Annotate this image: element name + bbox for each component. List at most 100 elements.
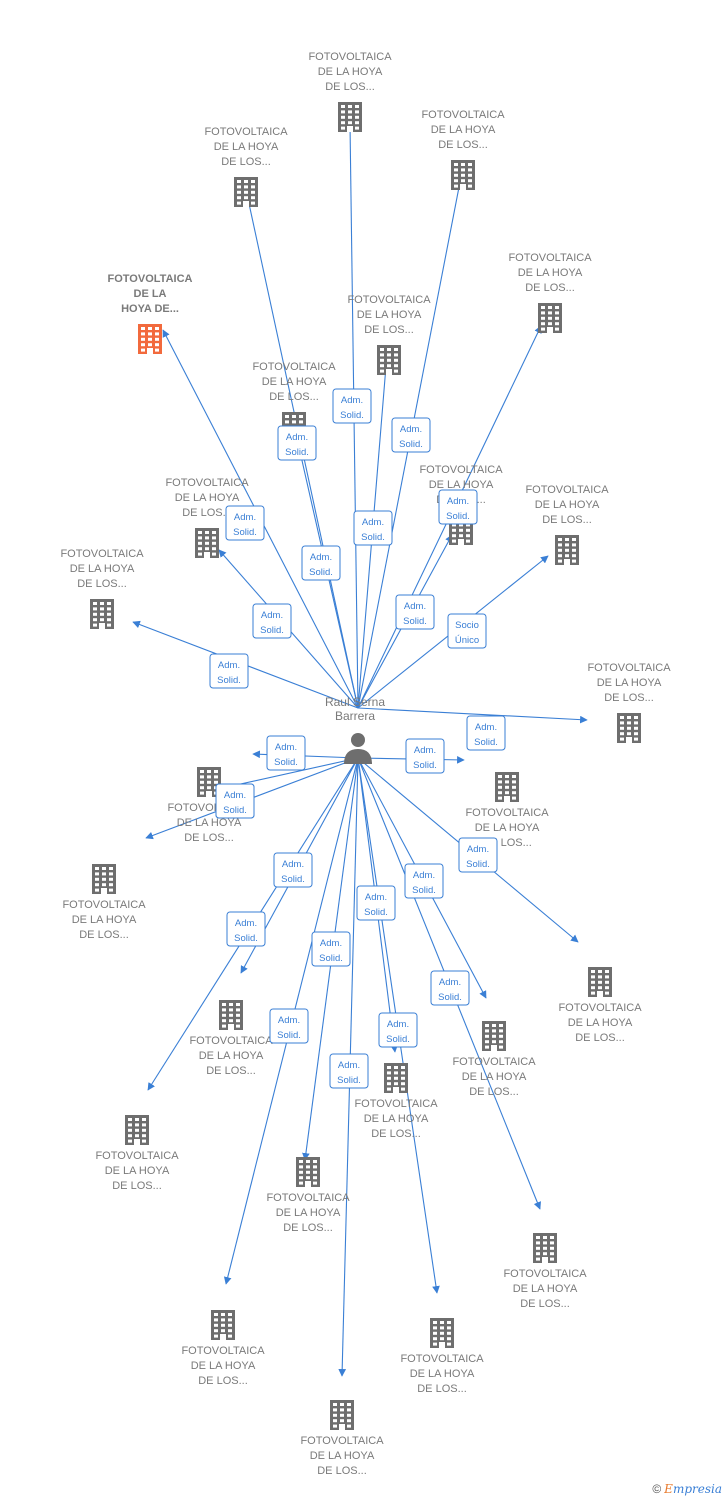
- relationship-label-text: Adm.: [475, 722, 497, 733]
- relationship-label[interactable]: Adm. Solid.: [266, 735, 306, 771]
- person-name: Barrera: [335, 709, 375, 723]
- relationship-label[interactable]: Adm.Solid.: [215, 783, 255, 819]
- company-label: DE LA HOYA: [70, 563, 135, 575]
- building-icon: [219, 1000, 243, 1030]
- building-icon: [296, 1157, 320, 1187]
- company-label: DE LOS...: [269, 391, 319, 403]
- relationship-label[interactable]: Adm.Solid.: [430, 970, 470, 1006]
- relationship-label[interactable]: Adm.Solid.: [356, 885, 396, 921]
- relationship-label[interactable]: Adm.Solid.: [332, 388, 372, 424]
- relationship-label-box: [430, 970, 470, 1006]
- company-label: DE LA HOYA: [475, 822, 540, 834]
- relationship-label-text: Solid.: [413, 760, 437, 771]
- relationship-label[interactable]: Adm.Solid.: [405, 738, 445, 774]
- relationship-label-text: Adm.: [275, 742, 297, 753]
- company-label: DE LA HOYA: [276, 1207, 341, 1219]
- relationship-label[interactable]: Adm.Solid.: [273, 852, 313, 888]
- relationship-label-text: Solid.: [466, 859, 490, 870]
- relationship-label[interactable]: Adm.Solid.: [209, 653, 249, 689]
- company-label: DE LOS...: [520, 1298, 570, 1310]
- relationship-label[interactable]: Adm.Solid.: [404, 863, 444, 899]
- relationship-label[interactable]: Adm.Solid.: [458, 837, 498, 873]
- relationship-label-text: Solid.: [361, 532, 385, 543]
- relationship-label[interactable]: Adm.Solid.: [277, 425, 317, 461]
- building-icon: [430, 1318, 454, 1348]
- relationship-label[interactable]: Adm.Solid.: [269, 1008, 309, 1044]
- relationship-label[interactable]: Adm.Solid.: [391, 417, 431, 453]
- company-label: DE LOS...: [283, 1222, 333, 1234]
- company-label: FOTOVOLTAICA: [165, 477, 249, 489]
- company-label: DE LOS...: [79, 929, 129, 941]
- relationship-label[interactable]: Adm.Solid.: [395, 594, 435, 630]
- relationship-label-box: [466, 715, 506, 751]
- relationship-label[interactable]: Adm.Solid.: [353, 510, 393, 546]
- relationship-label-box: [311, 931, 351, 967]
- building-icon: [211, 1310, 235, 1340]
- building-icon: [330, 1400, 354, 1430]
- relationship-label-text: Solid.: [403, 616, 427, 627]
- relationship-label-text: Adm.: [439, 977, 461, 988]
- company-label: DE LOS...: [317, 1465, 367, 1477]
- relationship-label-text: Adm.: [261, 610, 283, 621]
- relationship-label-text: Único: [455, 635, 479, 646]
- relationship-label-text: Solid.: [217, 675, 241, 686]
- building-icon: [234, 177, 258, 207]
- company-label: DE LA HOYA: [191, 1360, 256, 1372]
- relationship-label[interactable]: Adm.Solid.: [226, 911, 266, 947]
- relationship-label-box: [332, 388, 372, 424]
- building-icon: [533, 1233, 557, 1263]
- company-label: FOTOVOLTAICA: [508, 252, 592, 264]
- relationship-label[interactable]: Adm.Solid.: [301, 545, 341, 581]
- relationship-label-box: [438, 489, 478, 525]
- relationship-label-text: Solid.: [474, 737, 498, 748]
- relationship-label-text: Solid.: [277, 1030, 301, 1041]
- relationship-label-box: [329, 1053, 369, 1089]
- relationship-label[interactable]: Adm.Solid.: [438, 489, 478, 525]
- relationship-label-text: Solid.: [340, 410, 364, 421]
- relationship-label[interactable]: Adm.Solid.: [311, 931, 351, 967]
- relationship-label-text: Adm.: [400, 424, 422, 435]
- relationship-label-box: [225, 505, 265, 541]
- relationship-label[interactable]: Adm.Solid.: [329, 1053, 369, 1089]
- relationship-label-box: [458, 837, 498, 873]
- relationship-label-box: [226, 911, 266, 947]
- relationship-label[interactable]: Adm.Solid.: [225, 505, 265, 541]
- relationship-label-text: Solid.: [274, 757, 298, 768]
- relationship-label[interactable]: Adm. Solid.: [466, 715, 506, 751]
- company-label: FOTOVOLTAICA: [503, 1268, 587, 1280]
- relationship-label-text: Adm.: [282, 859, 304, 870]
- building-icon: [495, 772, 519, 802]
- relationship-label-text: Adm.: [365, 892, 387, 903]
- relationship-label[interactable]: Adm.Solid.: [378, 1012, 418, 1048]
- relationship-label[interactable]: Adm.Solid.: [252, 603, 292, 639]
- relationship-label-text: Solid.: [234, 933, 258, 944]
- company-label: FOTOVOLTAICA: [189, 1035, 273, 1047]
- relationship-label-box: [252, 603, 292, 639]
- company-label: DE LA HOYA: [175, 492, 240, 504]
